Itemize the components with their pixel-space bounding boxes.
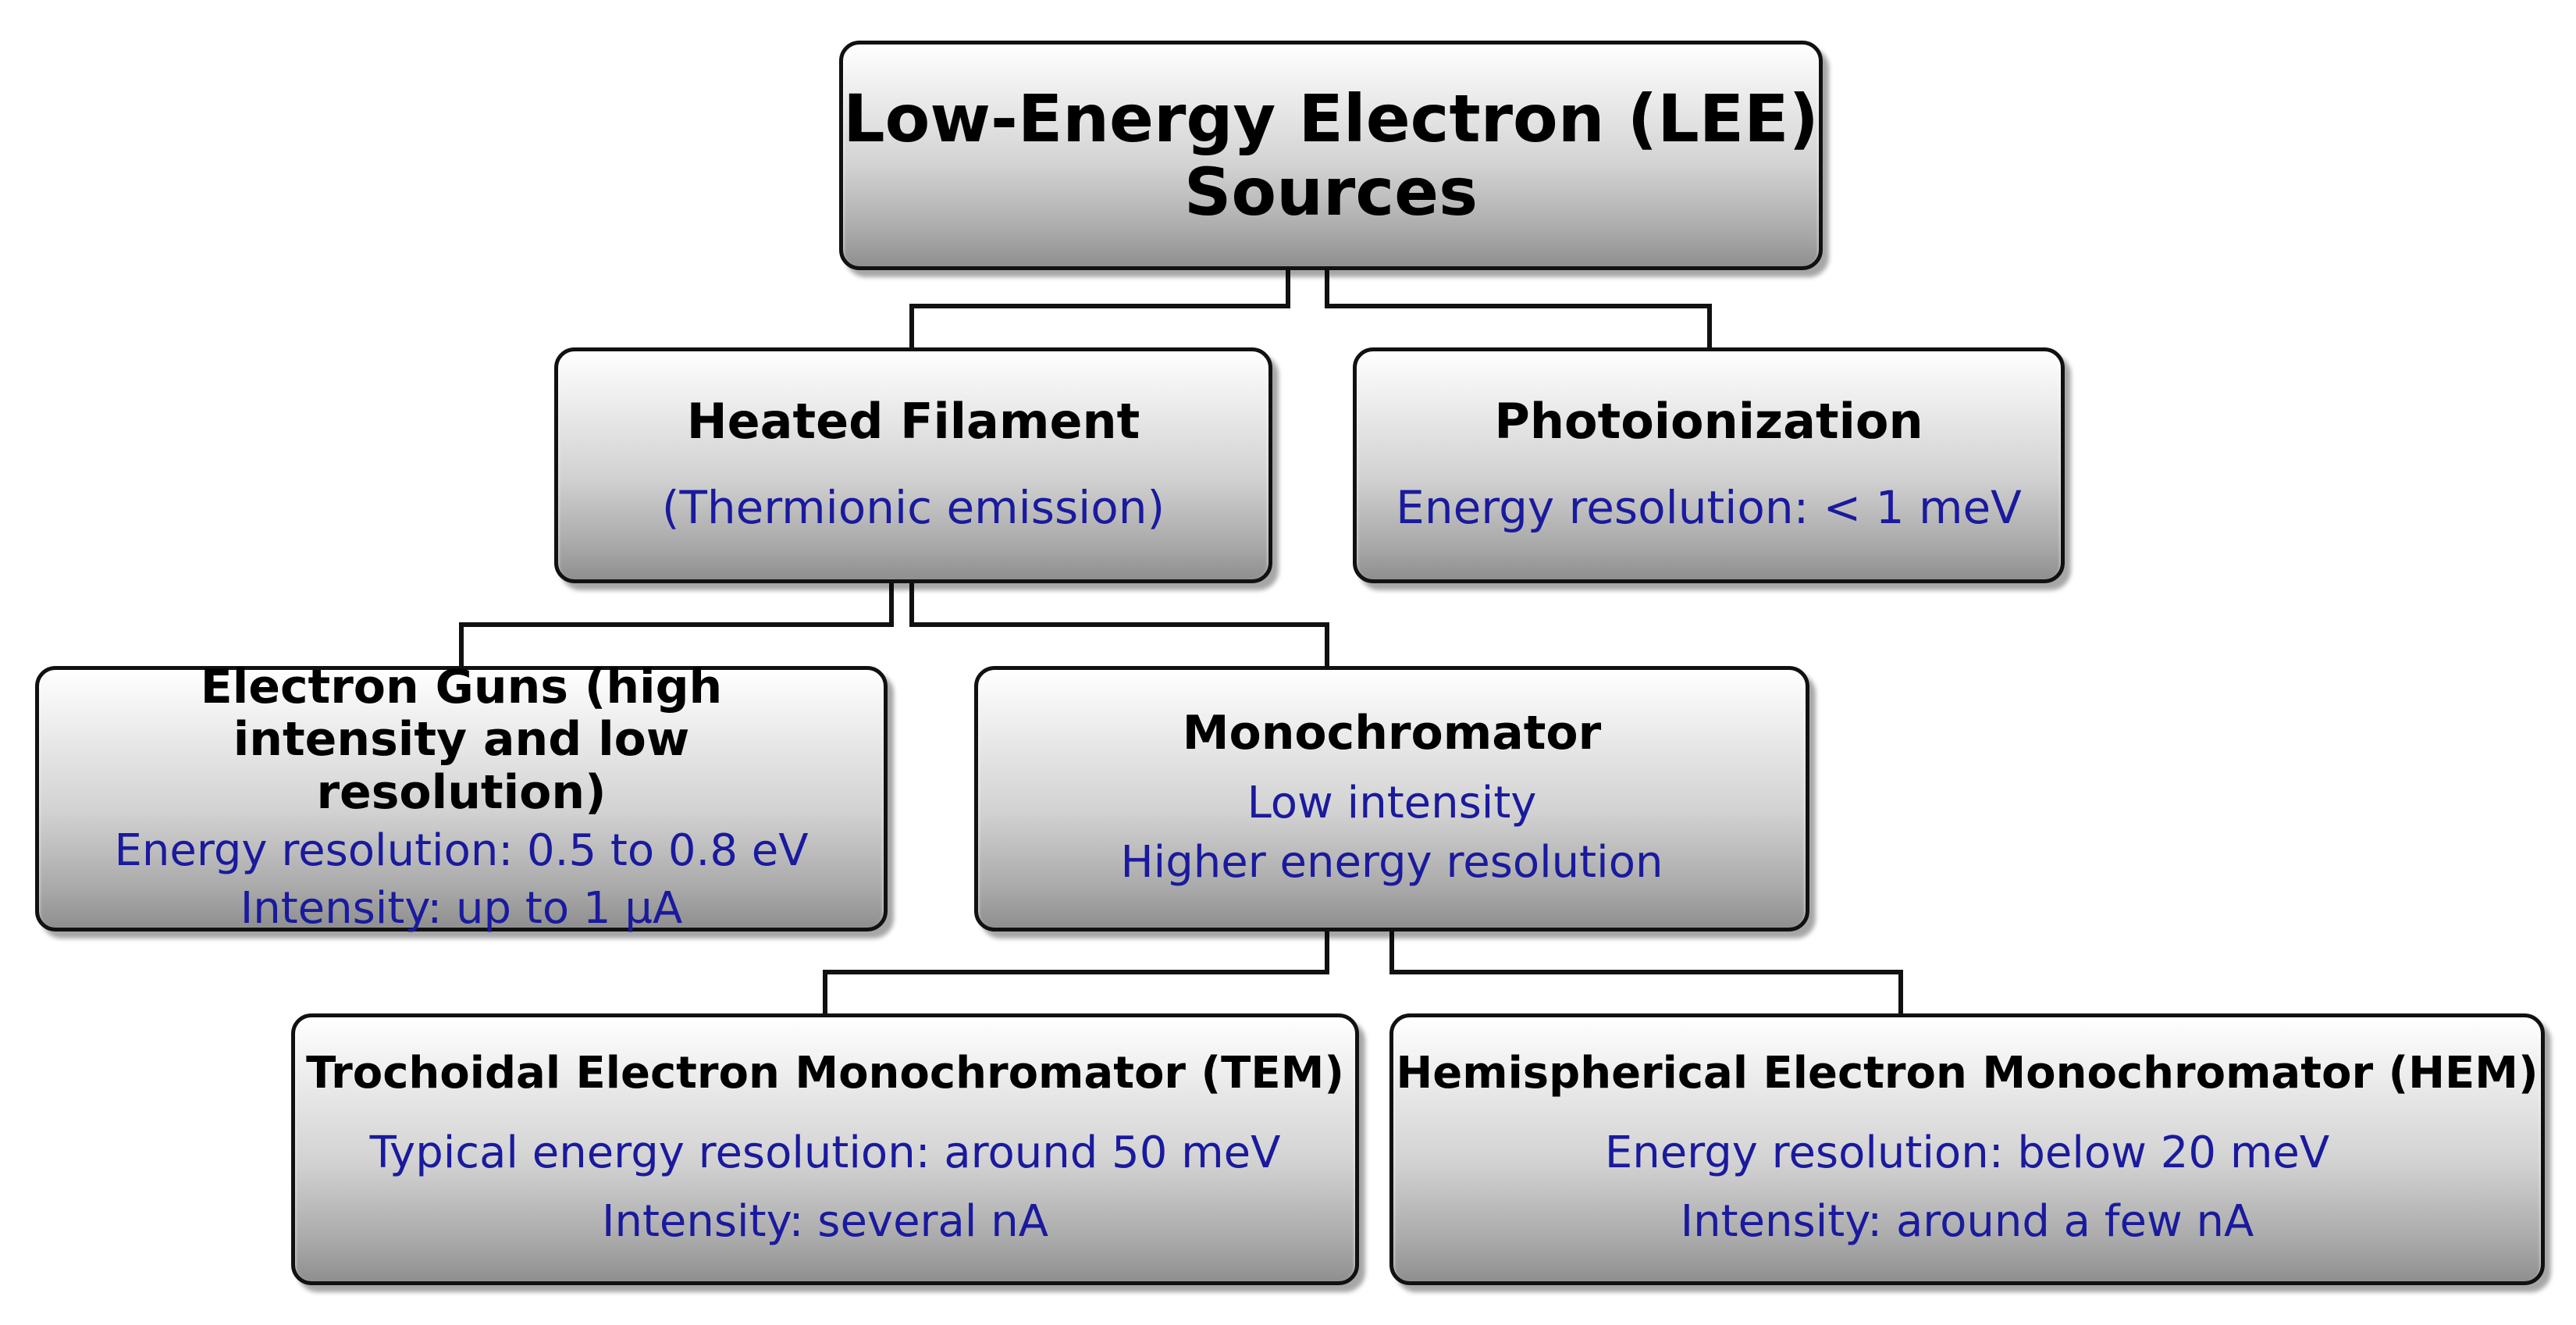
node-monochromator: Monochromator Low intensity Higher energ… (974, 666, 1809, 931)
node-detail: Energy resolution: below 20 meV (1604, 1127, 2330, 1179)
node-detail: Energy resolution: 0.5 to 0.8 eV (114, 825, 809, 876)
node-title: Electron Guns (high intensity and low re… (200, 660, 723, 820)
node-title: Heated Filament (686, 393, 1140, 451)
node-heated-filament: Heated Filament (Thermionic emission) (554, 347, 1272, 583)
connector-root-heated (909, 270, 1290, 347)
node-title: Photoionization (1494, 393, 1923, 451)
node-lee-sources: Low-Energy Electron (LEE) Sources (839, 41, 1823, 270)
node-photoionization: Photoionization Energy resolution: < 1 m… (1353, 347, 2065, 583)
node-detail: (Thermionic emission) (661, 481, 1165, 535)
node-detail: Intensity: several nA (601, 1196, 1049, 1248)
node-title: Low-Energy Electron (LEE) Sources (843, 80, 1819, 230)
connector-mono-hem (1389, 931, 1903, 1013)
node-title: Trochoidal Electron Monochromator (TEM) (306, 1047, 1344, 1099)
node-electron-guns: Electron Guns (high intensity and low re… (35, 661, 888, 934)
node-title: Hemispherical Electron Monochromator (HE… (1396, 1047, 2539, 1099)
node-detail: Energy resolution: < 1 meV (1396, 481, 2022, 535)
node-detail: Typical energy resolution: around 50 meV (369, 1127, 1281, 1179)
node-detail: Higher energy resolution (1120, 836, 1663, 888)
node-detail: Intensity: around a few nA (1680, 1196, 2254, 1248)
connector-heated-mono (909, 583, 1329, 666)
connector-mono-tem (823, 931, 1329, 1013)
node-detail: Low intensity (1247, 777, 1537, 828)
node-trochoidal-monochromator: Trochoidal Electron Monochromator (TEM) … (291, 1013, 1359, 1285)
node-hemispherical-monochromator: Hemispherical Electron Monochromator (HE… (1389, 1013, 2545, 1285)
connector-heated-guns (459, 583, 894, 666)
node-title: Monochromator (1182, 706, 1602, 761)
connector-root-photo (1325, 270, 1712, 347)
node-detail: Intensity: up to 1 µA (240, 882, 683, 934)
